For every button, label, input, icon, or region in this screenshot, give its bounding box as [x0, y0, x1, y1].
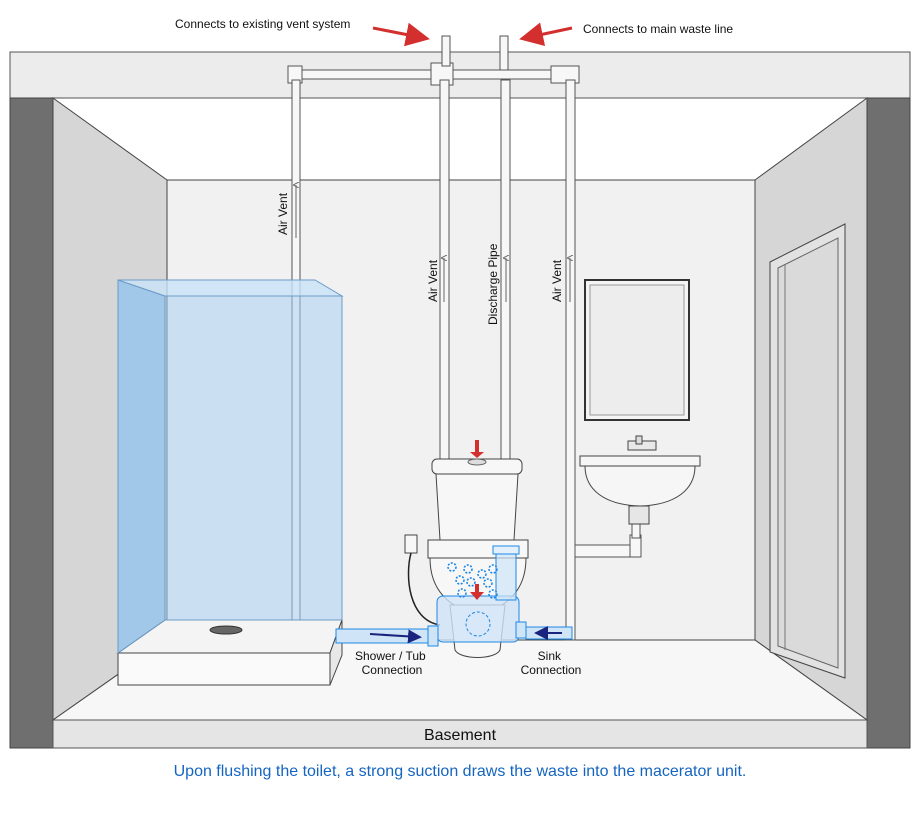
- sink: [579, 435, 701, 525]
- basement-band: [52, 719, 868, 749]
- right-outer-wall: [866, 97, 911, 749]
- air-vent-right-label: Air Vent: [550, 259, 564, 302]
- basement-label: Basement: [424, 727, 497, 744]
- vent-arrow: [372, 22, 430, 47]
- power-outlet: [404, 534, 418, 554]
- caption: Upon flushing the toilet, a strong sucti…: [173, 763, 747, 780]
- door-panel: [777, 237, 839, 669]
- discharge-pipe-label: Discharge Pipe: [486, 243, 500, 325]
- shower-base: [116, 619, 343, 686]
- left-outer-wall: [9, 97, 54, 749]
- vent-connect-label: Connects to existing vent system: [175, 17, 350, 31]
- shower-enclosure: [117, 279, 344, 654]
- sink-inlet-pipe: [525, 626, 573, 640]
- shower-inlet-pipe: [335, 625, 439, 647]
- waste-connect-label: Connects to main waste line: [583, 22, 733, 36]
- suction-arrow: [470, 584, 484, 600]
- suction-bubbles: [447, 562, 498, 599]
- waste-arrow: [519, 22, 573, 46]
- shower-connection-label: Shower / Tub Connection: [355, 649, 429, 677]
- air-vent-mid-label: Air Vent: [426, 259, 440, 302]
- pipe-flow-arrows: [296, 185, 570, 302]
- macerator-unit: [436, 545, 527, 643]
- macerator-diagram: Basement Connects to existing vent syste…: [9, 17, 911, 749]
- sink-connection-label: Sink Connection: [521, 649, 582, 677]
- air-vent-left-label: Air Vent: [276, 192, 290, 235]
